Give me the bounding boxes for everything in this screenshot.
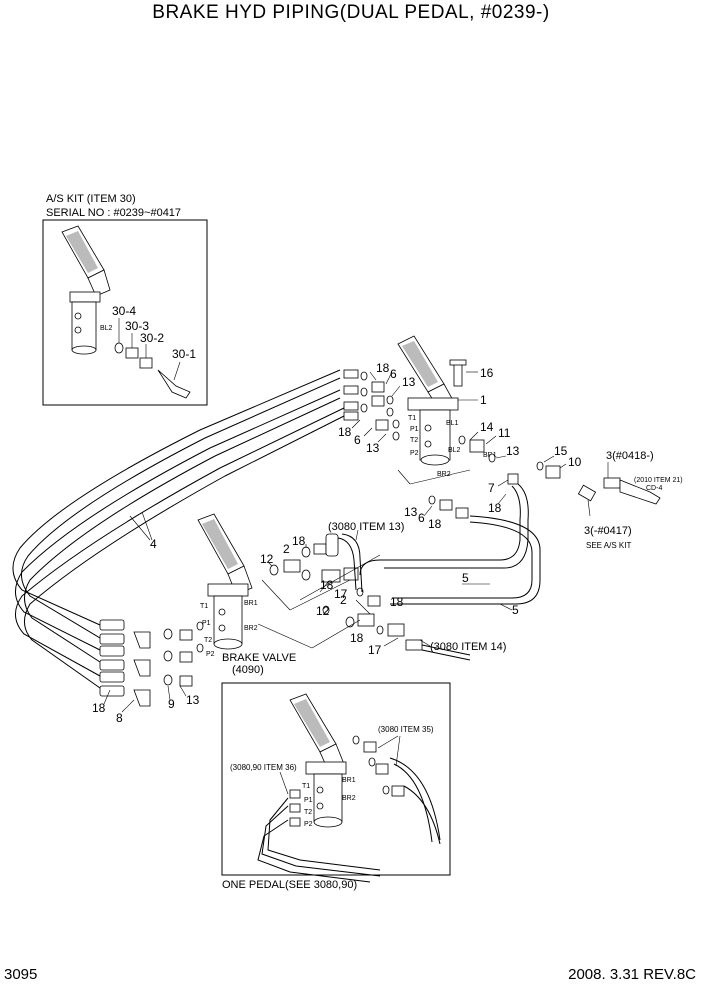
ref-2010-item-21: (2010 ITEM 21) bbox=[634, 477, 683, 484]
svg-text:T1: T1 bbox=[302, 783, 310, 790]
svg-text:12: 12 bbox=[260, 552, 274, 566]
ref-3080-90-item-36: (3080,90 ITEM 36) bbox=[230, 763, 297, 772]
as-kit-serial: SERIAL NO : #0239~#0417 bbox=[46, 207, 181, 219]
svg-text:P1: P1 bbox=[304, 797, 313, 804]
see-as-kit-note: SEE A/S KIT bbox=[586, 541, 631, 550]
as-kit-label: A/S KIT (ITEM 30) bbox=[46, 193, 136, 205]
svg-text:BL2: BL2 bbox=[100, 325, 113, 332]
ref-3080-item-13: (3080 ITEM 13) bbox=[328, 521, 404, 533]
svg-text:P2: P2 bbox=[304, 821, 313, 828]
page-number: 3095 bbox=[4, 966, 38, 983]
svg-text:18: 18 bbox=[488, 501, 502, 515]
svg-text:10: 10 bbox=[568, 455, 582, 469]
svg-text:P2: P2 bbox=[410, 450, 419, 457]
svg-text:(4090): (4090) bbox=[232, 664, 264, 676]
svg-text:30-1: 30-1 bbox=[172, 347, 196, 361]
svg-text:T1: T1 bbox=[408, 415, 416, 422]
svg-text:6: 6 bbox=[354, 433, 361, 447]
ref-3080-item-35: (3080 ITEM 35) bbox=[378, 725, 434, 734]
ref-3080-item-14: (3080 ITEM 14) bbox=[430, 641, 506, 653]
svg-text:T2: T2 bbox=[204, 637, 212, 644]
svg-text:BL2: BL2 bbox=[448, 447, 461, 454]
svg-text:13: 13 bbox=[186, 693, 200, 707]
label-3-0417: 3(-#0417) bbox=[584, 525, 632, 537]
svg-text:30-4: 30-4 bbox=[112, 304, 136, 318]
one-pedal-inset: BR1 BR2 T1 P1 T2 P2 (3080 ITEM 35) (30 bbox=[221, 682, 451, 891]
svg-text:BR1: BR1 bbox=[244, 600, 258, 607]
svg-text:15: 15 bbox=[554, 444, 568, 458]
svg-text:18: 18 bbox=[320, 578, 334, 592]
svg-text:CD-4: CD-4 bbox=[646, 485, 662, 492]
svg-text:P1: P1 bbox=[202, 620, 211, 627]
svg-text:13: 13 bbox=[506, 444, 520, 458]
svg-text:T2: T2 bbox=[304, 809, 312, 816]
svg-text:18: 18 bbox=[390, 595, 404, 609]
svg-text:BR2: BR2 bbox=[342, 795, 356, 802]
date-revision: 2008. 3.31 REV.8C bbox=[568, 966, 696, 983]
svg-text:2: 2 bbox=[283, 542, 290, 556]
svg-text:18: 18 bbox=[292, 534, 306, 548]
svg-text:13: 13 bbox=[366, 441, 380, 455]
svg-text:1: 1 bbox=[480, 393, 487, 407]
svg-text:30-2: 30-2 bbox=[140, 331, 164, 345]
svg-text:4: 4 bbox=[150, 537, 157, 551]
svg-text:30-3: 30-3 bbox=[125, 319, 149, 333]
svg-text:5: 5 bbox=[462, 571, 469, 585]
svg-text:13: 13 bbox=[402, 375, 416, 389]
label-3-0418: 3(#0418-) bbox=[606, 450, 654, 462]
svg-text:18: 18 bbox=[338, 425, 352, 439]
svg-text:6: 6 bbox=[390, 367, 397, 381]
hose-loop-4 bbox=[12, 369, 345, 689]
svg-text:11: 11 bbox=[498, 426, 511, 440]
as-kit-inset: A/S KIT (ITEM 30) SERIAL NO : #0239~#041… bbox=[42, 193, 208, 406]
svg-text:6: 6 bbox=[418, 511, 425, 525]
svg-text:P1: P1 bbox=[410, 426, 419, 433]
svg-text:BR1: BR1 bbox=[342, 777, 356, 784]
page-title: BRAKE HYD PIPING(DUAL PEDAL, #0239-) bbox=[152, 2, 550, 23]
svg-text:16: 16 bbox=[480, 366, 494, 380]
svg-text:8: 8 bbox=[116, 711, 123, 725]
svg-text:14: 14 bbox=[480, 420, 494, 434]
svg-text:5: 5 bbox=[512, 603, 519, 617]
svg-text:18: 18 bbox=[428, 517, 442, 531]
svg-text:17: 17 bbox=[334, 587, 348, 601]
svg-text:18: 18 bbox=[350, 631, 364, 645]
svg-text:17: 17 bbox=[368, 643, 382, 657]
svg-text:T1: T1 bbox=[200, 603, 208, 610]
svg-text:BR2: BR2 bbox=[437, 471, 451, 478]
svg-text:18: 18 bbox=[376, 361, 390, 375]
svg-text:9: 9 bbox=[168, 697, 175, 711]
svg-text:13: 13 bbox=[404, 505, 418, 519]
one-pedal-label: ONE PEDAL(SEE 3080,90) bbox=[222, 879, 357, 891]
brake-valve-right bbox=[397, 335, 459, 466]
left-fittings bbox=[99, 619, 204, 707]
brake-valve-label: BRAKE VALVE bbox=[222, 652, 296, 664]
svg-text:P2: P2 bbox=[206, 651, 215, 658]
svg-text:2: 2 bbox=[340, 593, 347, 607]
svg-text:T2: T2 bbox=[410, 437, 418, 444]
svg-text:12: 12 bbox=[316, 604, 330, 618]
as-kit-pedal bbox=[61, 225, 111, 355]
svg-text:BR2: BR2 bbox=[244, 625, 258, 632]
brake-valve-center bbox=[197, 513, 253, 650]
svg-text:BL1: BL1 bbox=[446, 420, 459, 427]
svg-text:18: 18 bbox=[92, 701, 106, 715]
svg-text:7: 7 bbox=[488, 481, 495, 495]
